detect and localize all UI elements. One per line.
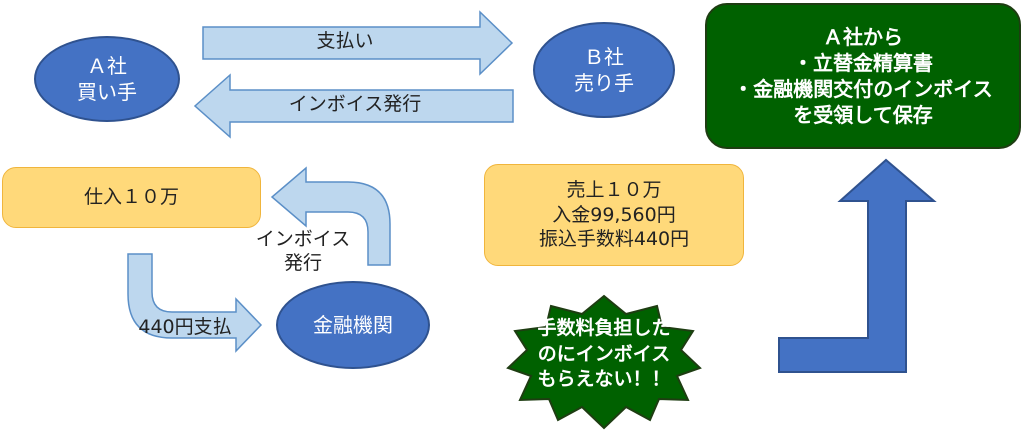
complaint-line3: もらえない！！ [537,368,671,391]
company-b-node: Ｂ社 売り手 [533,22,675,118]
result-box: Ａ社から ・立替金精算書 ・金融機関交付のインボイス を受領して保存 [705,3,1021,149]
result-line2: ・立替金精算書 [793,51,933,75]
invoice-arrow [193,73,514,139]
company-b-role: 売り手 [574,71,634,95]
result-line1: Ａ社から [823,25,903,49]
financial-institution-node: 金融機関 [276,281,430,369]
sales-box: 売上１０万 入金99,560円 振込手数料440円 [484,164,744,266]
result-line3: ・金融機関交付のインボイス [733,77,993,101]
purchase-label: 仕入１０万 [83,186,179,209]
company-a-role: 買い手 [77,80,137,104]
bank-invoice-label-line2: 発行 [283,251,322,274]
bank-invoice-label-line1: インボイス [255,228,351,250]
complaint-line2: のにインボイス [537,342,671,365]
invoice-issue-label: インボイス発行 [288,93,422,115]
payment-arrow [202,10,514,76]
sales-line2: 入金99,560円 [552,203,676,226]
fee-payment-label: 440円支払 [138,316,232,338]
company-b-name: Ｂ社 [584,45,624,69]
purchase-box: 仕入１０万 [2,167,261,228]
company-a-name: Ａ社 [87,54,127,78]
result-up-arrow [778,158,937,373]
sales-line1: 売上１０万 [566,178,662,201]
complaint-line1: 手数料負担した [537,317,671,339]
result-line4: を受領して保存 [793,103,933,127]
complaint-text: 手数料負担した のにインボイス もらえない！！ [524,316,684,393]
fee-payment-arrow [127,253,263,353]
sales-line3: 振込手数料440円 [538,228,690,251]
financial-institution-label: 金融機関 [313,313,393,337]
bank-invoice-label: インボイス 発行 [248,228,358,276]
bank-invoice-arrow [270,166,391,266]
payment-label: 支払い [316,30,374,52]
company-a-node: Ａ社 買い手 [34,36,180,122]
complaint-burst [506,294,702,430]
